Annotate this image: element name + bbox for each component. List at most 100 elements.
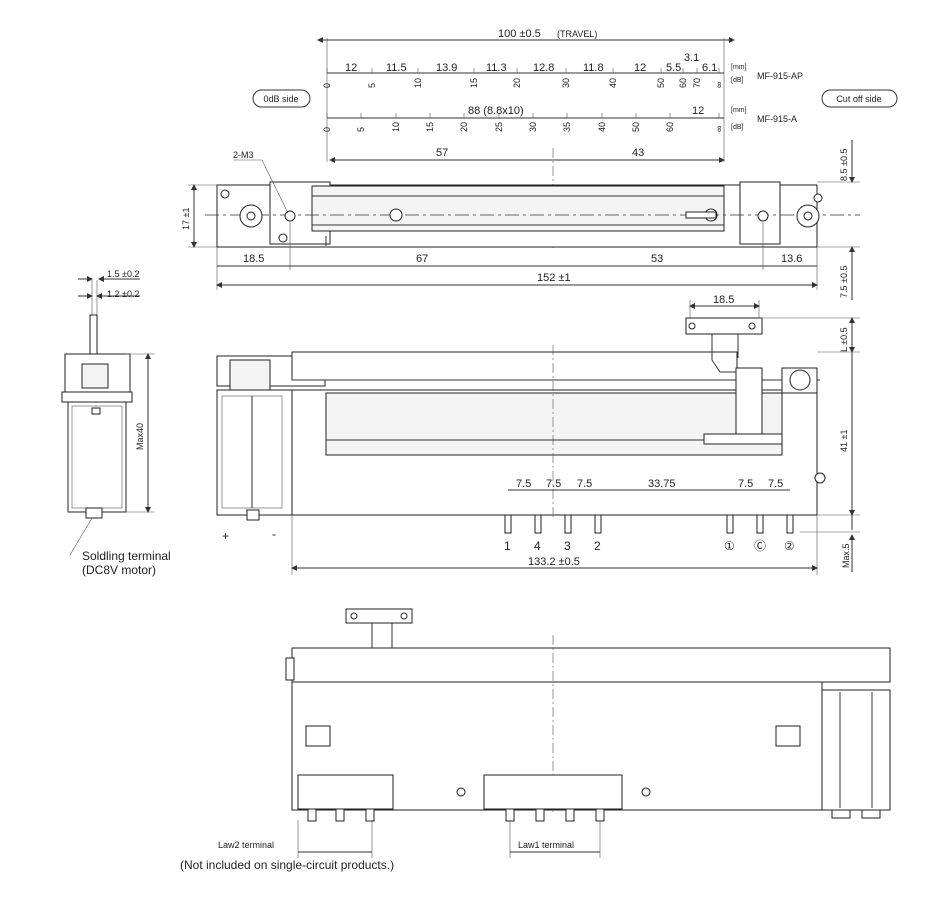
front-view: + - 18.5 L ±0.5 41 ±1 Max.5 7.5 [216,294,860,575]
db-tick-ap-4: 20 [512,78,522,88]
top-view: 57 43 2-M3 17 ±1 8.5 ±0.5 7.5 ± [181,140,860,300]
terminal-3: 3 [564,539,571,553]
ap-seg-2: 13.9 [436,62,457,74]
front-terminal-pins [504,514,794,534]
dim-57: 57 [436,147,448,159]
hole-label: 2-M3 [233,150,254,160]
db-tick-ap-7: 50 [656,78,666,88]
front-pin [564,514,572,534]
motor-plus: + [222,529,229,543]
ap-seg-6: 12 [634,62,646,74]
dim-41: 41 ±1 [839,430,849,452]
ap-seg-7: 5.5 [666,62,681,74]
dim-18-5b: 18.5 [713,294,734,306]
a-model: MF-915-A [757,114,797,124]
ap-model: MF-915-AP [757,71,803,81]
terminal-circ-c: Ⓒ [754,539,766,553]
terminal-2: 2 [594,539,601,553]
single-circuit-note: (Not included on single-circuit products… [180,858,394,872]
travel-note: (TRAVEL) [557,29,597,39]
bottom-pin [335,808,345,822]
ap-extra: 3.1 [684,52,699,64]
solder-label-1: Soldling terminal [82,549,171,563]
front-pin [786,514,794,534]
db-tick-a-6: 30 [528,122,538,132]
db-tick-a-11: ∞ [714,126,724,132]
side-label-right: Cut off side [821,89,898,108]
db-tick-a-9: 50 [631,122,641,132]
pitch-3: 33.75 [648,478,676,490]
db-tick-a-1: 5 [356,127,366,132]
law1-label: Law1 terminal [518,840,574,850]
a-unit-db: [dB] [731,124,744,131]
svg-text:Cut off side: Cut off side [836,94,881,104]
pitch-2: 7.5 [577,478,592,490]
travel-dimension: 100 ±0.5 (TRAVEL) [317,28,735,162]
ap-scale: 12 11.5 13.9 11.3 12.8 11.8 12 5.5 6.1 3… [322,52,803,88]
bottom-view: Law2 terminal Law1 terminal (Not include… [180,608,891,872]
front-pin [726,514,734,534]
bottom-terminal-pins [307,808,605,822]
travel-value: 100 ±0.5 [498,28,541,40]
dim-53: 53 [651,253,663,265]
db-tick-a-0: 0 [322,127,332,132]
db-tick-a-7: 35 [562,122,572,132]
solder-label-2: (DC8V motor) [82,563,156,577]
terminal-circ-1: ① [724,539,735,553]
ap-unit-db: [dB] [731,77,744,84]
ap-seg-3: 11.3 [486,62,507,74]
ap-seg-5: 11.8 [583,62,604,74]
bottom-pin [505,808,515,822]
dim-67: 67 [416,253,428,265]
db-tick-a-5: 25 [494,122,504,132]
a-unit-mm: [mm] [731,107,747,114]
a-seg-0: 88 (8.8x10) [468,105,524,117]
db-tick-ap-6: 40 [608,78,618,88]
dim-85: 8.5 ±0.5 [839,149,849,181]
ap-seg-0: 12 [345,62,357,74]
db-tick-ap-2: 10 [413,78,423,88]
pitch-4: 7.5 [738,478,753,490]
bottom-pin [535,808,545,822]
dim-133-2: 133.2 ±0.5 [528,556,580,568]
pitch-1: 7.5 [546,478,561,490]
motor-minus: - [272,527,276,541]
db-tick-ap-8: 60 [678,78,688,88]
front-pin [756,514,764,534]
bottom-pin [595,808,605,822]
bottom-pin [365,808,375,822]
terminal-circ-2: ② [784,539,795,553]
db-tick-ap-10: ∞ [714,82,724,88]
bottom-pin [565,808,575,822]
db-tick-a-3: 15 [425,122,435,132]
db-tick-a-2: 10 [391,122,401,132]
db-tick-a-8: 40 [597,122,607,132]
ap-seg-1: 11.5 [386,62,407,74]
dim-43: 43 [632,147,644,159]
max40: Max40 [135,423,145,450]
terminal-1: 1 [504,539,511,553]
side-label-left: 0dB side [252,89,311,108]
dim-18-5: 18.5 [243,253,264,265]
ap-seg-8: 6.1 [702,62,717,74]
max5: Max.5 [841,543,851,568]
ap-seg-4: 12.8 [533,62,554,74]
front-pin [594,514,602,534]
db-tick-ap-1: 5 [367,83,377,88]
pitch-5: 7.5 [768,478,783,490]
dim-152: 152 ±1 [537,272,571,284]
a-seg-1: 12 [692,105,704,117]
dim-17: 17 ±1 [181,208,191,230]
dim-l: L ±0.5 [839,327,849,352]
dim-1-5: 1.5 ±0.2 [107,269,139,279]
db-tick-ap-0: 0 [322,83,332,88]
dim-1-2: 1.2 ±0.2 [107,289,139,299]
ap-unit-mm: [mm] [731,64,747,71]
bottom-pin [307,808,317,822]
db-tick-a-10: 60 [665,122,675,132]
db-tick-ap-9: 70 [692,78,702,88]
